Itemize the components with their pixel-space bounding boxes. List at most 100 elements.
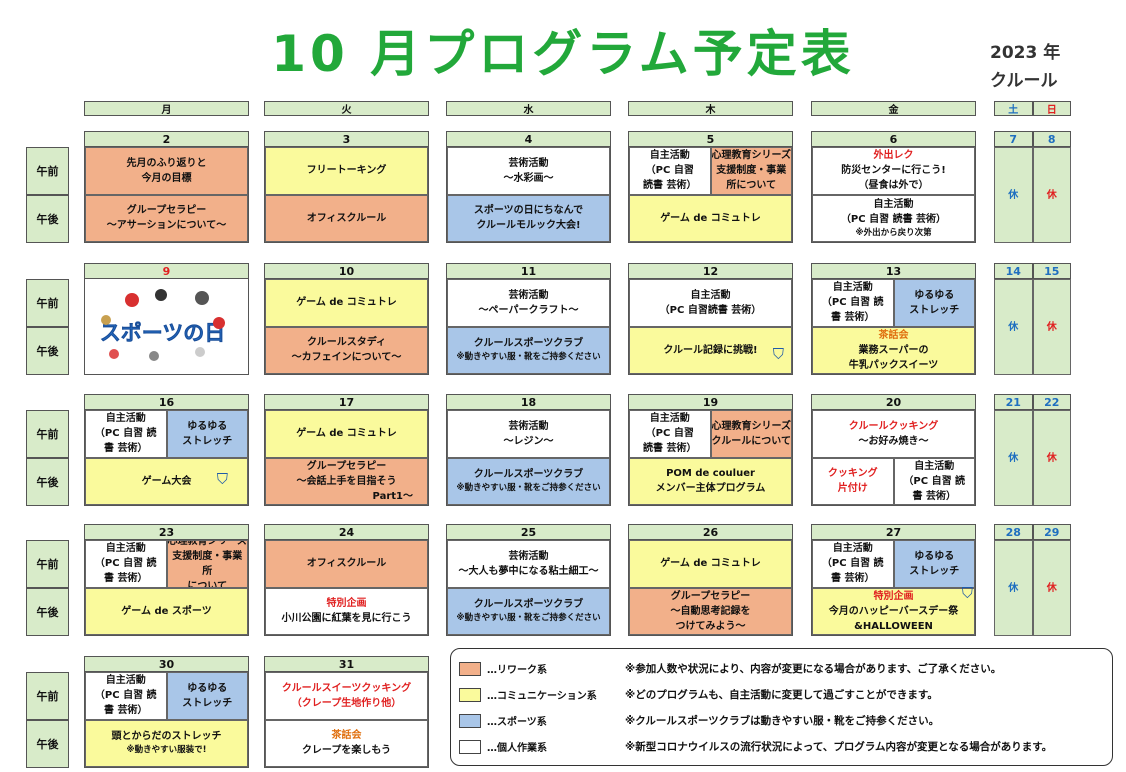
program-cell-am: クルールクッキング～お好み焼き～ (812, 410, 975, 458)
cell-text: 芸術活動 (508, 550, 549, 562)
cell-text: 今月の目標 (141, 172, 192, 184)
cell-text: ストレッチ (909, 565, 960, 577)
cell-text: （PC 自習 読 (94, 690, 157, 702)
sunday-number: 15 (1032, 263, 1071, 279)
day-number: 23 (84, 524, 249, 540)
day-body: 芸術活動～水彩画～スポーツの日にちなんでクルールモルック大会! (446, 147, 611, 243)
day-number: 11 (446, 263, 611, 279)
program-cell-pm: ゲーム de コミュトレ (629, 194, 792, 242)
cell-text: 自主活動 (105, 675, 146, 687)
cell-text: &HALLOWEEN (854, 620, 933, 632)
cell-text: メンバー主体プログラム (655, 483, 766, 495)
cell-text: ゆるゆる (187, 682, 228, 694)
sunday-closed: 休 (1032, 410, 1071, 506)
cell-text: ※動きやすい服・靴をご持参ください (456, 613, 601, 624)
program-cell-am: 芸術活動～レジン～ (447, 410, 610, 458)
day-body: 先月のふり返りと今月の目標グループセラピー～アサーションについて～ (84, 147, 249, 243)
day-body: 外出レク防災センターに行こう!（昼食は外で）自主活動（PC 自習 読書 芸術）※… (811, 147, 976, 243)
program-cell-pm: クルールスポーツクラブ※動きやすい服・靴をご持参ください (447, 326, 610, 374)
cell-text: （PC 自習 読 (903, 475, 966, 487)
closed-label: 休 (1046, 321, 1057, 333)
weekday-header: 金 (811, 101, 976, 116)
day-body: クルールスイーツクッキング（クレープ生地作り他）茶話会クレープを楽しもう (264, 672, 429, 768)
program-cell-am-left: 自主活動 （PC 自習 読書 芸術） (85, 672, 167, 720)
cell-text: ストレッチ (909, 304, 960, 316)
day-body: ゲーム de スポーツ自主活動（PC 自習 読書 芸術）心理教育シリーズ支援制度… (84, 540, 249, 636)
program-cell-am-right: 心理教育シリーズ支援制度・事業所について (710, 147, 792, 195)
afternoon-label: 午後 (26, 458, 69, 506)
day-number: 24 (264, 524, 429, 540)
legend-item: …コミュニケーション系 (459, 687, 597, 702)
program-cell-pm: ゲーム de スポーツ (85, 587, 248, 635)
program-cell-am: ゲーム de コミュトレ (629, 540, 792, 588)
cell-text: グループセラピー (126, 205, 207, 217)
cell-text: 読書 芸術） (643, 443, 697, 455)
sunday-number: 22 (1032, 394, 1071, 410)
cell-text: 書 芸術） (831, 573, 875, 585)
legend-item: …スポーツ系 (459, 713, 547, 728)
day-number: 31 (264, 656, 429, 672)
cell-text: 支援制度・事業所 (172, 550, 243, 577)
legend-label: …コミュニケーション系 (487, 691, 597, 702)
cell-text: スポーツの日にちなんで (473, 205, 584, 217)
saturday-number: 7 (994, 131, 1033, 147)
legend-note: ※どのプログラムも、自主活動に変更して過ごすことができます。 (625, 689, 938, 701)
program-cell-pm: クルール記録に挑戦! (629, 326, 792, 374)
day-body: 頭とからだのストレッチ※動きやすい服装で! 自主活動 （PC 自習 読書 芸術） ゆる… (84, 672, 249, 768)
cell-text: オフィスクルール (306, 212, 387, 224)
sports-day-illustration: スポーツの日 (95, 287, 230, 367)
cell-text: グループセラピー (306, 460, 387, 472)
program-cell-am-left: 自主活動（PC 自習 読書 芸術） (85, 410, 167, 458)
program-cell-am: 芸術活動～大人も夢中になる粘土細工～ (447, 540, 610, 588)
cell-text: つけてみよう～ (675, 620, 746, 632)
program-cell-pm: 頭とからだのストレッチ※動きやすい服装で! (85, 719, 248, 767)
program-cell-pm: 特別企画今月のハッピーバースデー祭&HALLOWEEN (812, 587, 975, 635)
saturday-header: 土 (994, 101, 1033, 116)
cell-text: 自主活動 (832, 282, 873, 294)
cell-text: ～水彩画～ (503, 172, 554, 184)
program-cell-pm-left: クッキング片付け (812, 457, 894, 505)
cell-text: 先月のふり返りと (126, 157, 207, 169)
cell-text: クルール記録に挑戦! (663, 344, 758, 356)
program-cell-pm: ゲーム大会 (85, 457, 248, 505)
weekday-header: 火 (264, 101, 429, 116)
closed-label: 休 (1008, 452, 1019, 464)
sunday-header: 日 (1032, 101, 1071, 116)
cell-text: 自主活動 (873, 198, 914, 210)
cell-text: フリートーキング (306, 165, 387, 177)
program-cell-pm: グループセラピー～アサーションについて～ (85, 194, 248, 242)
closed-label: 休 (1046, 452, 1057, 464)
program-cell-am: 自主活動（PC 自習読書 芸術） (629, 279, 792, 327)
cell-text: 書 芸術） (831, 312, 875, 324)
cell-text: 特別企画 (326, 598, 367, 610)
program-cell-pm: グループセラピー～自動思考記録をつけてみよう～ (629, 587, 792, 635)
cell-text: （PC 自習 (645, 428, 694, 440)
program-cell-am: 外出レク防災センターに行こう!（昼食は外で） (812, 147, 975, 195)
cell-text: ゆるゆる (914, 550, 955, 562)
program-cell-am-left: 自主活動（PC 自習 読書 芸術） (812, 540, 894, 588)
program-cell-am-left: 自主活動（PC 自習 読書 芸術） (812, 279, 894, 327)
legend-label: …スポーツ系 (487, 717, 547, 728)
day-body: スポーツの日 (84, 279, 249, 375)
sports-equipment-icon (195, 291, 209, 305)
cell-text: 書 芸術） (104, 705, 148, 717)
day-body: クルールクッキング～お好み焼き～クッキング片付け自主活動（PC 自習 読書 芸術… (811, 410, 976, 506)
cell-text: 書 芸術） (104, 443, 148, 455)
program-cell-am-left: 自主活動（PC 自習 読書 芸術） (85, 540, 167, 588)
morning-label: 午前 (26, 540, 69, 588)
cell-text: クルールスタディ (307, 337, 386, 349)
sports-equipment-icon (155, 289, 167, 301)
cell-text: ～自動思考記録を (670, 605, 751, 617)
day-body: 芸術活動～レジン～クルールスポーツクラブ※動きやすい服・靴をご持参ください (446, 410, 611, 506)
bag-icon: ⛉ (961, 584, 973, 602)
